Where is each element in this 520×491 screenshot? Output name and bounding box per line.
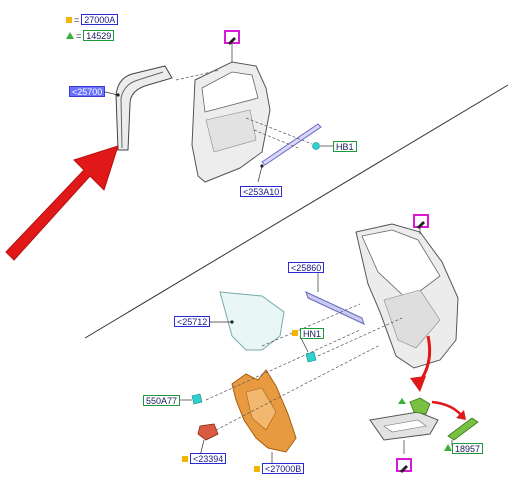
window-channel-part <box>305 291 365 325</box>
door-frame-seal-part <box>115 65 173 151</box>
550a77-clip-part <box>191 393 203 405</box>
green-strip-part <box>447 417 479 441</box>
hn1-clip-part <box>305 351 317 363</box>
callout-hn1[interactable]: HN1 <box>300 328 325 339</box>
callout-550a77[interactable]: 550A77 <box>143 395 181 406</box>
callout-25712[interactable]: <25712 <box>174 316 211 327</box>
callout-23394[interactable]: <23394 <box>190 453 227 464</box>
pencil-edit-icon[interactable] <box>413 214 429 229</box>
regulator-motor-part <box>197 423 219 441</box>
legend-label-14529: 14529 <box>83 30 115 41</box>
legend-row-27000a: = 27000A <box>66 14 119 25</box>
belt-moulding-part <box>261 123 322 166</box>
callout-25700[interactable]: <25700 <box>69 86 106 97</box>
triangle-icon <box>66 32 74 39</box>
callout-hb1[interactable]: HB1 <box>333 141 357 152</box>
pencil-edit-icon[interactable] <box>396 458 412 473</box>
section-divider-line <box>84 84 509 339</box>
legend-row-14529: = 14529 <box>66 30 115 41</box>
callout-27000b[interactable]: <27000B <box>262 463 305 474</box>
callout-25860[interactable]: <25860 <box>288 262 325 273</box>
handle-green-part <box>409 397 431 415</box>
hb1-clip-part <box>312 142 320 150</box>
legend-label-27000a: 27000A <box>81 14 119 25</box>
triangle-icon <box>444 444 452 451</box>
square-icon <box>292 330 298 336</box>
square-icon <box>254 466 260 472</box>
red-direction-arrow <box>5 145 119 261</box>
square-icon <box>66 16 72 23</box>
door-glass-part <box>219 291 285 351</box>
callout-18957[interactable]: 18957 <box>452 443 484 454</box>
pencil-edit-icon[interactable] <box>224 30 240 45</box>
square-icon <box>182 456 188 462</box>
callout-253a10[interactable]: <253A10 <box>240 186 283 197</box>
